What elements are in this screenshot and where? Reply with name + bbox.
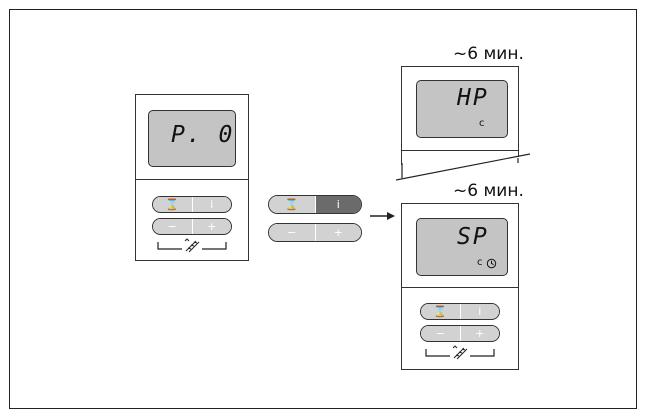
display-code-sp: SP [457,224,489,250]
clock-icon [486,258,497,269]
minus-button[interactable]: − [153,219,193,234]
middle-info-button-pressed[interactable]: i [315,196,361,213]
separator-sp [402,287,518,289]
info-button[interactable]: i [192,197,231,212]
info-button-sp[interactable]: i [460,304,499,319]
plus-icon: + [333,226,343,239]
display-code-hp: HP [457,85,489,111]
display-screen-hp: HP c [416,80,508,138]
display-screen-sp: SP c [416,218,508,276]
display-code: P. 0 [171,122,235,148]
menu-button-sp[interactable]: ⌛ [421,304,461,319]
minus-icon: − [435,327,445,340]
info-icon: i [210,198,214,211]
button-row-bottom-sp: − + [420,325,500,342]
device-left: P. 0 ⌛ i − + [135,94,249,261]
time-label-top: ~6 мин. [453,44,524,64]
minus-icon: − [167,220,177,233]
plus-icon: + [207,220,217,233]
hourglass-icon: ⌛ [433,305,448,318]
minus-icon: − [287,226,297,239]
button-row-top-sp: ⌛ i [420,303,500,320]
chimney-sweep-icon [157,238,227,253]
button-row-top: ⌛ i [152,196,232,213]
unit-label-hp: c [479,118,485,129]
hourglass-icon: ⌛ [284,198,299,211]
separator [136,179,248,181]
hourglass-icon: ⌛ [165,198,180,211]
device-sp: SP c ⌛ i − + [401,203,519,370]
info-icon: i [478,305,482,318]
display-screen: P. 0 [148,110,236,167]
cut-line [396,153,530,188]
button-row-bottom: − + [152,218,232,235]
info-icon: i [336,198,340,211]
arrow-right-icon [370,212,395,220]
middle-button-row-bottom: − + [268,223,362,242]
menu-button[interactable]: ⌛ [153,197,193,212]
plus-icon: + [475,327,485,340]
separator-hp [402,150,518,152]
plus-button[interactable]: + [192,219,231,234]
plus-button-sp[interactable]: + [460,326,499,341]
unit-label-sp: c [477,257,483,268]
middle-menu-button[interactable]: ⌛ [269,196,316,213]
time-label-bottom: ~6 мин. [453,181,524,201]
chimney-sweep-icon-sp [425,345,495,360]
middle-plus-button[interactable]: + [315,224,361,241]
middle-minus-button[interactable]: − [269,224,316,241]
middle-button-row-top: ⌛ i [268,195,362,214]
minus-button-sp[interactable]: − [421,326,461,341]
